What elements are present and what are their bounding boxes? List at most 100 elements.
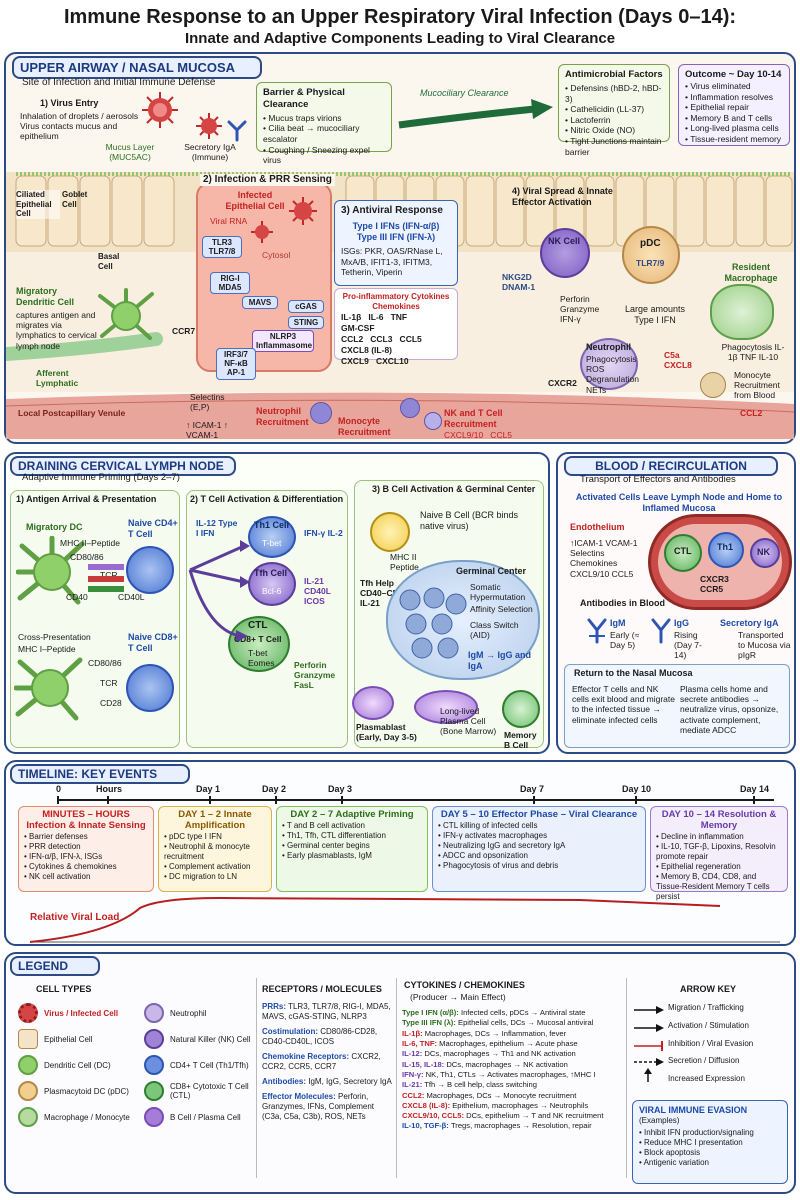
dendritic-cell-icon — [14, 657, 83, 721]
cytokine-value: Tfh → B cell help, class switching — [424, 1080, 537, 1090]
neutrophil-text: Phagocytosis ROS Degranulation NETs — [586, 354, 639, 395]
naive-b-cell — [370, 512, 410, 552]
activation-arrows — [188, 540, 250, 642]
naive4-label: Naive CD4+ T Cell — [128, 518, 178, 539]
legend-label: Epithelial Cell — [44, 1034, 93, 1044]
lymph-header: DRAINING CERVICAL LYMPH NODE — [10, 456, 236, 476]
return-title: Return to the Nasal Mucosa — [574, 668, 693, 678]
receptor-key: Effector Molecules: — [262, 1092, 336, 1101]
receptor-key: Antibodies: — [262, 1077, 306, 1086]
mucociliary-label: Mucociliary Clearance — [420, 88, 509, 98]
synapse-connector — [88, 564, 124, 592]
cytokine-row: CXCL9 CXCL10 — [341, 355, 409, 366]
antimicrobial-list: Defensins (hBD-2, hBD-3) Cathelicidin (L… — [565, 83, 663, 157]
ctl-blood-cell — [664, 534, 702, 572]
viral-load-label: Relative Viral Load — [30, 912, 120, 923]
cytokine-key: Type I IFN (α/β): — [402, 1008, 459, 1017]
migdc-label: Migratory DC — [26, 522, 83, 532]
legend-label: B Cell / Plasma Cell — [170, 1112, 241, 1122]
cytokine-legend-row: IL-21: Tfh → B cell help, class switchin… — [402, 1080, 622, 1090]
list-item: Mucus traps virions — [263, 113, 385, 124]
perforin-label: Perforin Granzyme IFN-γ — [560, 294, 600, 325]
timeline-card-list: Decline in inflammation IL-10, TGF-β, Li… — [656, 832, 782, 902]
cytokine-key: IL-12: — [402, 1049, 423, 1059]
cytokine-key: IL-10, TGF-β: — [402, 1121, 449, 1131]
ccr7-label: CCR7 — [172, 326, 196, 336]
macrophage-cell — [710, 284, 774, 340]
list-item: Epithelial regeneration — [656, 862, 782, 872]
timeline-card-title: DAY 2 – 7 Adaptive Priming — [290, 809, 414, 820]
legend-label: CD4+ T Cell (Th1/Tfh) — [170, 1060, 249, 1070]
plasmablast-label: Plasmablast (Early, Day 3-5) — [356, 722, 417, 743]
timeline-card-title: DAY 10 – 14 Resolution & Memory — [661, 809, 777, 831]
pdc-text: Large amounts Type I IFN — [624, 304, 686, 325]
pdc-icon — [18, 1081, 38, 1101]
receptor-value: CD80/86-CD28, CD40-CD40L, ICOS — [262, 1027, 378, 1046]
activated-label: Activated Cells Leave Lymph Node and Hom… — [575, 492, 783, 513]
legend-label: Neutrophil — [170, 1008, 207, 1018]
blood-subheader: Transport of Effectors and Antibodies — [580, 474, 736, 485]
cytokine-legend-row: CXCL8 (IL-8): Epithelium, macrophages → … — [402, 1101, 622, 1111]
legend-divider — [626, 978, 627, 1178]
iga-label: Secretory IgA (Immune) — [184, 142, 236, 163]
cytokine-legend-row: CXCL9/10, CCL5: DCs, epithelium → T and … — [402, 1111, 622, 1121]
timeline-card-title: DAY 1 – 2 Innate Amplification — [178, 809, 252, 831]
cd8086-label: CD80/86 — [70, 552, 104, 562]
epithelial-cell-icon — [18, 1029, 38, 1049]
lymph-subheader: Adaptive Immune Priming (Days 2–7) — [22, 472, 180, 483]
legend-header: LEGEND — [10, 956, 100, 976]
cell-types-title: CELL TYPES — [36, 984, 92, 994]
receptor-value: CXCR2, CCR2, CCR5, CCR7 — [262, 1052, 381, 1071]
igm-icon — [587, 618, 607, 644]
evasion-title: VIRAL IMMUNE EVASION — [639, 1105, 748, 1115]
arrow-key-label: Increased Expression — [668, 1074, 745, 1083]
il12-label: IL-12 Type I IFN — [196, 518, 238, 539]
legend-row: Natural Killer (NK) Cell — [144, 1026, 254, 1052]
nkt-recruit-label: NK and T Cell Recruitment — [444, 408, 503, 429]
bcl6-label: Bcl-6 — [262, 586, 282, 596]
list-item: Early plasmablasts, IgM — [282, 851, 422, 861]
macrophage-icon — [18, 1107, 38, 1127]
cytokine-legend-row: IL-15, IL-18: DCs, macrophages → NK acti… — [402, 1060, 622, 1070]
list-item: IFN-γ activates macrophages — [438, 831, 640, 841]
blood-cell — [310, 402, 332, 424]
virus-icon — [251, 221, 273, 243]
tcr2-label: TCR — [100, 678, 118, 688]
pdc-label: pDC — [640, 238, 661, 249]
list-item: Th1, Tfh, CTL differentiation — [282, 831, 422, 841]
virus-icon — [289, 197, 317, 225]
list-item: Lactoferrin — [565, 115, 663, 126]
legend-label: CD8+ Cytotoxic T Cell (CTL) — [170, 1082, 249, 1100]
list-item: Phagocytosis of virus and debris — [438, 861, 640, 871]
cytokine-row: GM-CSF — [341, 323, 375, 334]
legend-divider — [396, 978, 397, 1178]
cd8-cell-icon — [144, 1081, 164, 1101]
receptor-value: TLR3, TLR7/8, RIG-I, MDA5, MAVS, cGAS-ST… — [262, 1002, 391, 1021]
siga-label: Secretory IgA — [720, 618, 779, 628]
tfh-cell — [248, 562, 296, 606]
memb-label: Memory B Cell — [504, 730, 537, 751]
timeline-card: DAY 1 – 2 Innate Amplification pDC type … — [158, 806, 272, 892]
gc-label: Germinal Center — [456, 566, 527, 576]
cgas-tag: cGAS — [288, 300, 324, 314]
dc-text: captures antigen and migrates via lympha… — [16, 310, 97, 351]
cytokine-legend-row: CCL2: Macrophages, DCs → Monocyte recrui… — [402, 1091, 622, 1101]
b-cell-icon — [144, 1107, 164, 1127]
cd40-label: CD40 — [66, 592, 88, 602]
gc-item: Affinity Selection — [470, 604, 533, 614]
timeline-card-list: Barrier defenses PRR detection IFN-α/β, … — [24, 832, 148, 882]
cxcr3-label: CXCR3 CCR5 — [700, 574, 729, 595]
goblet-cell-label: Goblet Cell — [62, 190, 88, 209]
cytokine-box: Pro-inflammatory Cytokines Chemokines IL… — [334, 288, 458, 366]
siga-text: Transported to Mucosa via pIgR — [738, 630, 791, 661]
cytokine-value: Macrophages, epithelium → Acute phase — [439, 1038, 578, 1048]
evasion-list: Inhibit IFN production/signaling Reduce … — [639, 1128, 781, 1168]
neut-recruit-label: Neutrophil Recruitment — [256, 406, 309, 427]
cytokine-row: CCL2 CCL3 CCL5 — [341, 334, 422, 345]
receptor-row: Chemokine Receptors: CXCR2, CCR2, CCR5, … — [262, 1052, 392, 1072]
igg-text: Rising (Day 7-14) — [674, 630, 702, 661]
legend-label: Macrophage / Monocyte — [44, 1112, 130, 1122]
ctl-blood-label: CTL — [674, 546, 692, 556]
list-item: Barrier defenses — [24, 832, 148, 842]
gc-item: Class Switch (AID) — [470, 620, 519, 641]
